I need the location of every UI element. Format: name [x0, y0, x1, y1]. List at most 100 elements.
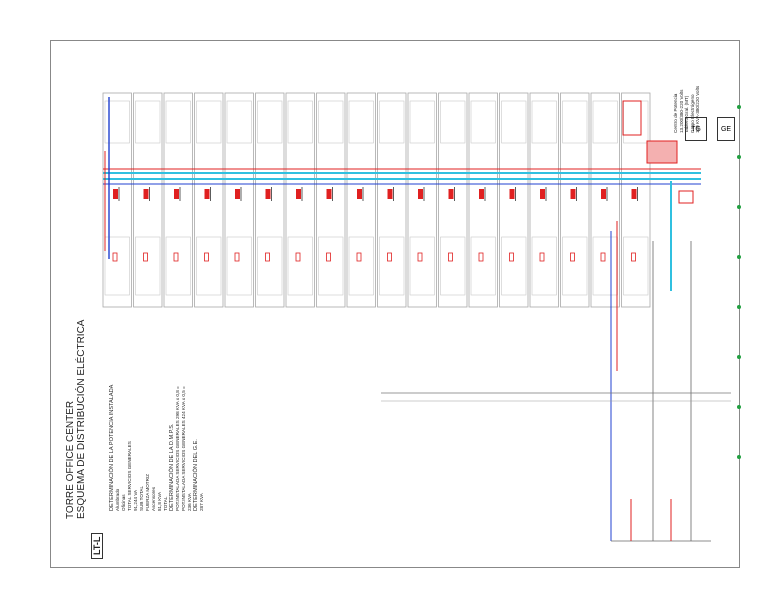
floor-column: [133, 92, 163, 308]
floor-cell: [196, 100, 222, 144]
floor-column: [560, 92, 590, 308]
floor-column: [316, 92, 346, 308]
company-logo: LT-L: [91, 532, 103, 559]
floor-cell: [226, 100, 252, 144]
floor-cell: [501, 100, 527, 144]
floor-column: [194, 92, 224, 308]
subpanel-symbol: [234, 252, 240, 262]
floor-cell: [592, 236, 618, 296]
floor-column: [468, 92, 498, 308]
ground-marker: [737, 205, 741, 209]
subpanel-symbol: [600, 252, 606, 262]
floor-cell: [440, 100, 466, 144]
floor-column: [590, 92, 620, 308]
panel-symbol: [143, 189, 149, 199]
floor-column: [163, 92, 193, 308]
ground-marker: [737, 255, 741, 259]
floor-column: [224, 92, 254, 308]
floor-cell: [409, 100, 435, 144]
floor-column: [255, 92, 285, 308]
subpanel-symbol: [570, 252, 575, 262]
panel-symbol: [601, 189, 606, 199]
subpanel-symbol: [326, 252, 331, 262]
floor-cell: [287, 100, 313, 144]
note-1: Centro de Potencia: [673, 93, 678, 133]
floor-cell: [165, 100, 191, 144]
floor-cell: [623, 236, 649, 296]
ground-marker: [737, 455, 741, 459]
floor-cell: [165, 236, 191, 296]
subpanel-symbol: [112, 252, 118, 262]
floor-cell: [531, 236, 557, 296]
subpanel-symbol: [631, 252, 636, 262]
panel-symbol: [479, 189, 484, 199]
ground-marker: [737, 305, 741, 309]
subpanel-symbol: [173, 252, 179, 262]
floor-cell: [257, 236, 283, 296]
floor-cell: [318, 236, 344, 296]
floor-cell: [562, 100, 588, 144]
drawing-title: TORRE OFFICE CENTER: [65, 400, 76, 519]
panel-symbol: [387, 189, 393, 199]
panel-symbol: [113, 189, 118, 199]
electrical-schematic: [102, 92, 741, 542]
floor-cell: [440, 236, 466, 296]
panel-symbol: [418, 189, 423, 199]
floor-cell: [287, 236, 313, 296]
floor-cell: [592, 100, 618, 144]
floor-column: [346, 92, 376, 308]
floor-cell: [104, 236, 130, 296]
calc-block: DETERMINACIÓN DE LA POTENCIA INSTALADA A…: [109, 385, 205, 511]
subpanel-symbol: [356, 252, 362, 262]
panel-symbol: [448, 189, 454, 199]
subpanel-symbol: [417, 252, 423, 262]
subpanel-symbol: [387, 252, 392, 262]
panel-symbol: [174, 189, 179, 199]
floor-cell: [623, 100, 649, 144]
subpanel-symbol: [448, 252, 453, 262]
tablero-label: TG: [691, 125, 701, 133]
panel-symbol: [540, 189, 545, 199]
floor-cell: [531, 100, 557, 144]
floor-cell: [409, 236, 435, 296]
floor-column: [377, 92, 407, 308]
floor-cell: [379, 100, 405, 144]
generator-box: GE: [717, 117, 735, 141]
panel-symbol: [265, 189, 271, 199]
ground-marker: [737, 405, 741, 409]
floor-cell: [470, 236, 496, 296]
floor-cell: [135, 100, 161, 144]
floor-cell: [501, 236, 527, 296]
panel-symbol: [509, 189, 515, 199]
panel-symbol: [326, 189, 332, 199]
floor-column: [407, 92, 437, 308]
floor-cell: [379, 236, 405, 296]
floor-cell: [196, 236, 222, 296]
floor-cell: [318, 100, 344, 144]
floor-column: [529, 92, 559, 308]
ground-marker: [737, 155, 741, 159]
panel-symbol: [357, 189, 362, 199]
floor-column: [438, 92, 468, 308]
floor-column: [499, 92, 529, 308]
floor-cell: [257, 100, 283, 144]
title-block: TORRE OFFICE CENTER ESQUEMA DE DISTRIBUC…: [65, 320, 87, 519]
switch-box: [678, 190, 694, 204]
ground-marker: [737, 105, 741, 109]
floor-column: [102, 92, 132, 308]
ground-marker: [737, 355, 741, 359]
logo-text: LT-L: [92, 536, 102, 555]
floor-cell: [470, 100, 496, 144]
panel-symbol: [235, 189, 240, 199]
subpanel-symbol: [509, 252, 514, 262]
subpanel-symbol: [204, 252, 209, 262]
floor-column: [621, 92, 651, 308]
tablero-box: TG: [685, 117, 707, 141]
panel-symbol: [631, 189, 637, 199]
subpanel-symbol: [539, 252, 545, 262]
subpanel-symbol: [265, 252, 270, 262]
drawing-subtitle: ESQUEMA DE DISTRIBUCIÓN ELÉCTRICA: [76, 319, 87, 519]
drawing-sheet: TORRE OFFICE CENTER ESQUEMA DE DISTRIBUC…: [50, 40, 741, 568]
floor-cell: [348, 100, 374, 144]
floor-cell: [104, 100, 130, 144]
